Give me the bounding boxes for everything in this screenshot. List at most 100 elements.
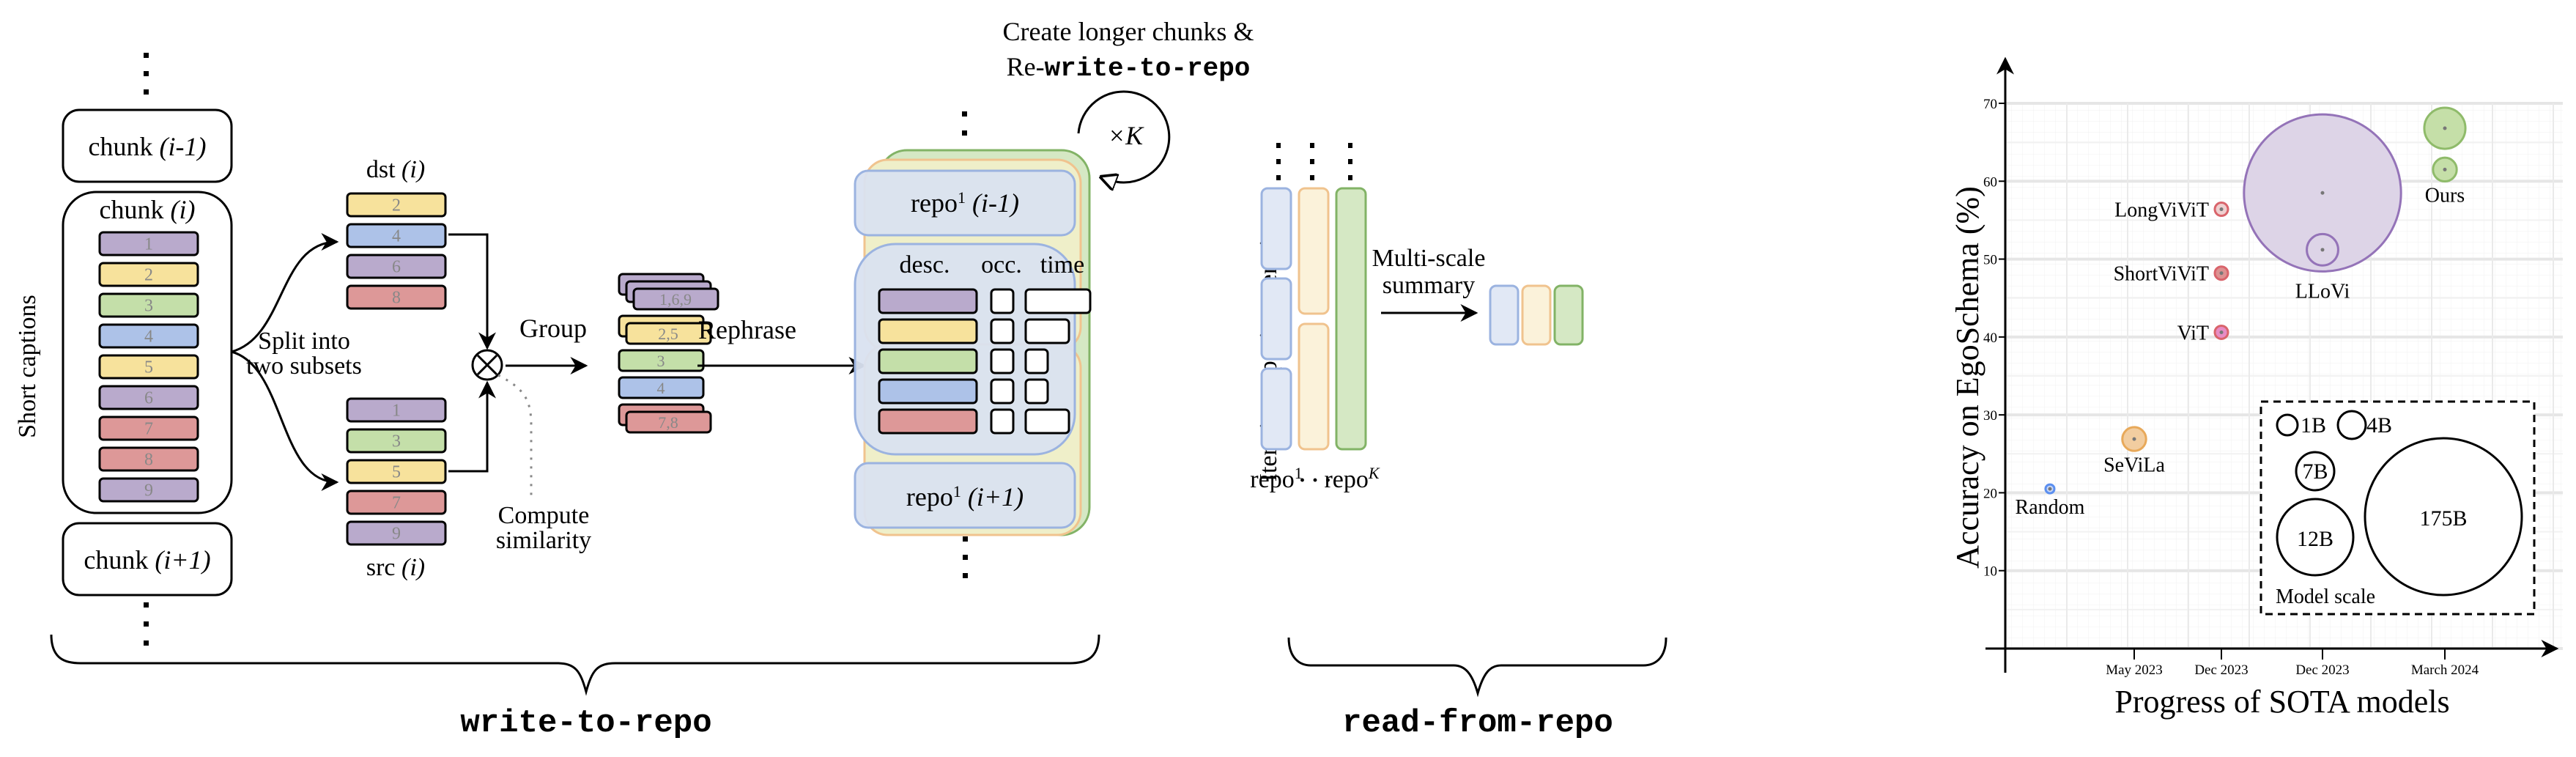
ellipsis-read (1276, 143, 1352, 180)
bubble-center-dot (2320, 191, 2325, 195)
repo-next-label: repo1 (i+1) (906, 482, 1024, 512)
repo-dots: · · · (1298, 468, 1331, 492)
dst-caption-bar-number: 6 (392, 257, 401, 276)
data-point: ShortViViT (2114, 263, 2229, 286)
grouped-caption-number: 4 (657, 379, 665, 397)
data-point: Ours (2425, 156, 2465, 207)
ellipsis-repo-bottom (963, 536, 968, 578)
repo-table-row (878, 378, 1049, 405)
dst-caption-bar: 4 (346, 223, 447, 248)
rewrite-label: Re-write-to-repo (1007, 52, 1251, 84)
caption-bar: 2 (98, 262, 199, 287)
table-header-desc: desc. (900, 251, 950, 278)
ellipsis-top (144, 53, 149, 95)
similarity-label: Compute (498, 502, 590, 529)
bubble-center-dot (2443, 126, 2447, 130)
y-tick-label: 50 (1983, 253, 1997, 268)
chunk-prev-label: chunk (i-1) (89, 132, 207, 161)
legend-circle (2276, 498, 2355, 577)
x-tick-label: Dec 2023 (2194, 662, 2248, 678)
src-caption-bar-box (346, 397, 447, 423)
src-caption-bar-number: 3 (392, 432, 401, 451)
grouped-caption-number: 2,5 (658, 325, 678, 343)
desc-cell (878, 288, 978, 314)
split-label-2: two subsets (246, 352, 362, 380)
split-label: Split into (258, 328, 350, 355)
bubble-center-dot (2048, 487, 2052, 491)
dst-caption-bar-box (346, 192, 447, 218)
chunk-current-label: chunk (i) (100, 195, 196, 224)
caption-bar-box (98, 385, 199, 410)
repoK-entry (1335, 187, 1367, 451)
src-caption-bar-box (346, 459, 447, 484)
time-cell (1024, 348, 1049, 374)
grouped-caption: 3 (618, 349, 705, 372)
y-tick-label: 20 (1983, 486, 1997, 501)
point-label: LongViViT (2114, 199, 2209, 222)
legend-circle (2276, 413, 2299, 437)
repo-entry-table (878, 288, 1092, 435)
x-tick-label: May 2023 (2106, 662, 2163, 678)
bubble-center-dot (2443, 167, 2447, 171)
chart-ylabel: Accuracy on EgoSchema (%) (1950, 186, 1985, 569)
src-caption-bar: 1 (346, 397, 447, 423)
point-label: SeViLa (2103, 454, 2165, 476)
legend-circle (2295, 451, 2336, 492)
read-brace (1287, 637, 1668, 698)
dst-caption-bar-box (346, 254, 447, 279)
caption-bar-number: 4 (144, 327, 153, 346)
desc-cell (878, 378, 978, 405)
time-cell (1024, 408, 1070, 435)
repo-table-row (878, 288, 1092, 314)
grouped-caption: 7,8 (618, 403, 712, 434)
chart-points: RandomSeViLaViTShortViViTLongViViTLLoViO… (2016, 106, 2467, 519)
caption-bar-number: 1 (144, 235, 153, 254)
dst-caption-bar: 6 (346, 254, 447, 279)
occ-cell (990, 318, 1015, 344)
point-label: Ours (2425, 185, 2465, 207)
dst-caption-bar-number: 2 (392, 196, 401, 215)
short-captions-label: Short captions (14, 295, 41, 437)
caption-bar-box (98, 416, 199, 441)
grouped-caption: 2,5 (618, 314, 712, 345)
write-to-repo-title: write-to-repo (460, 705, 711, 742)
ellipsis-bottom (144, 602, 149, 646)
src-to-otimes-arrow (448, 380, 496, 473)
otimes-icon (471, 349, 503, 381)
data-point: ViT (2177, 322, 2229, 344)
repo-table-row (878, 348, 1049, 374)
similarity-dotted-line (497, 374, 533, 498)
summary-block-yellow (1521, 284, 1552, 346)
loop-arrow-icon (1077, 90, 1171, 182)
occ-cell (990, 408, 1015, 435)
grouped-caption-number: 3 (657, 352, 665, 370)
repo1-label: repo1 (1250, 464, 1302, 494)
src-caption-bar: 7 (346, 490, 447, 515)
caption-bar-box (98, 477, 199, 503)
legend-label: 175B (2419, 506, 2467, 531)
data-point: SeViLa (2103, 426, 2165, 476)
legend-box (2259, 400, 2536, 616)
time-cell (1024, 378, 1049, 405)
data-point (2306, 232, 2339, 267)
ellipsis-repo-top (962, 111, 967, 155)
caption-bar: 5 (98, 354, 199, 380)
similarity-label-2: similarity (496, 527, 591, 554)
caption-bar-number: 6 (144, 388, 153, 407)
caption-bar-box (98, 262, 199, 287)
dst-caption-bar-box (346, 223, 447, 248)
y-tick-label: 30 (1983, 408, 1997, 424)
src-caption-bar-number: 5 (392, 462, 401, 481)
repo2-entry (1298, 187, 1330, 315)
dst-to-otimes-arrow (448, 233, 496, 350)
repo1-entry (1260, 367, 1292, 451)
summary-block-blue (1489, 284, 1520, 346)
repo-prev-label: repo1 (i-1) (911, 188, 1019, 218)
legend-entry: 175B (2364, 437, 2523, 597)
loop-k-label: ×K (1108, 121, 1144, 150)
caption-bar-number: 9 (144, 481, 153, 500)
y-tick-label: 60 (1983, 174, 1997, 190)
caption-bar-number: 3 (144, 296, 153, 315)
